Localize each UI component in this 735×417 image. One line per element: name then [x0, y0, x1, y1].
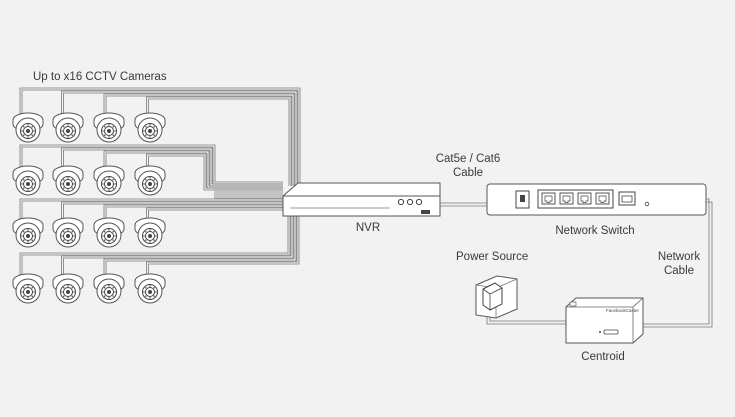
nvr-label: NVR	[355, 222, 381, 234]
cameras-label: Up to x16 CCTV Cameras	[33, 71, 167, 83]
centroid-brand-label: FacebookCaster	[606, 308, 640, 313]
network-cable-label-line2: Cable	[663, 265, 695, 277]
dome-camera-icon	[134, 217, 166, 248]
cat-cable-label-line1: Cat5e / Cat6	[435, 153, 501, 165]
dome-camera-icon	[52, 217, 84, 248]
dome-camera-icon	[12, 112, 44, 143]
switch-port-icon	[541, 192, 556, 205]
power-source-label: Power Source	[456, 251, 529, 263]
centroid-label: Centroid	[581, 351, 625, 363]
dome-camera-icon	[12, 273, 44, 304]
switch-port-icon	[559, 192, 574, 205]
dome-camera-icon	[93, 217, 125, 248]
cat-cable-label: Cat5e / Cat6 Cable	[420, 152, 516, 180]
dome-camera-icon	[52, 165, 84, 196]
network-switch-icon	[486, 183, 707, 216]
dome-camera-icon	[93, 112, 125, 143]
nvr-recorder-icon	[281, 182, 441, 217]
cat-cable-label-line2: Cable	[452, 167, 484, 179]
power-plug-icon	[475, 275, 518, 319]
camera-cables	[19, 87, 301, 279]
dome-camera-icon	[12, 217, 44, 248]
switch-port-icon	[595, 192, 610, 205]
dome-camera-icon	[93, 165, 125, 196]
dome-camera-icon	[134, 165, 166, 196]
dome-camera-icon	[52, 112, 84, 143]
network-switch-label: Network Switch	[555, 225, 635, 237]
cat-cable	[440, 202, 487, 207]
network-cable	[643, 198, 713, 328]
dome-camera-icon	[134, 112, 166, 143]
switch-port-icon	[577, 192, 592, 205]
network-cable-label-line1: Network	[657, 251, 701, 263]
camera-grid	[12, 112, 166, 304]
network-cable-label: Network Cable	[650, 250, 708, 278]
dome-camera-icon	[52, 273, 84, 304]
centroid-hub-icon	[565, 297, 644, 344]
dome-camera-icon	[12, 165, 44, 196]
dome-camera-icon	[134, 273, 166, 304]
dome-camera-icon	[93, 273, 125, 304]
